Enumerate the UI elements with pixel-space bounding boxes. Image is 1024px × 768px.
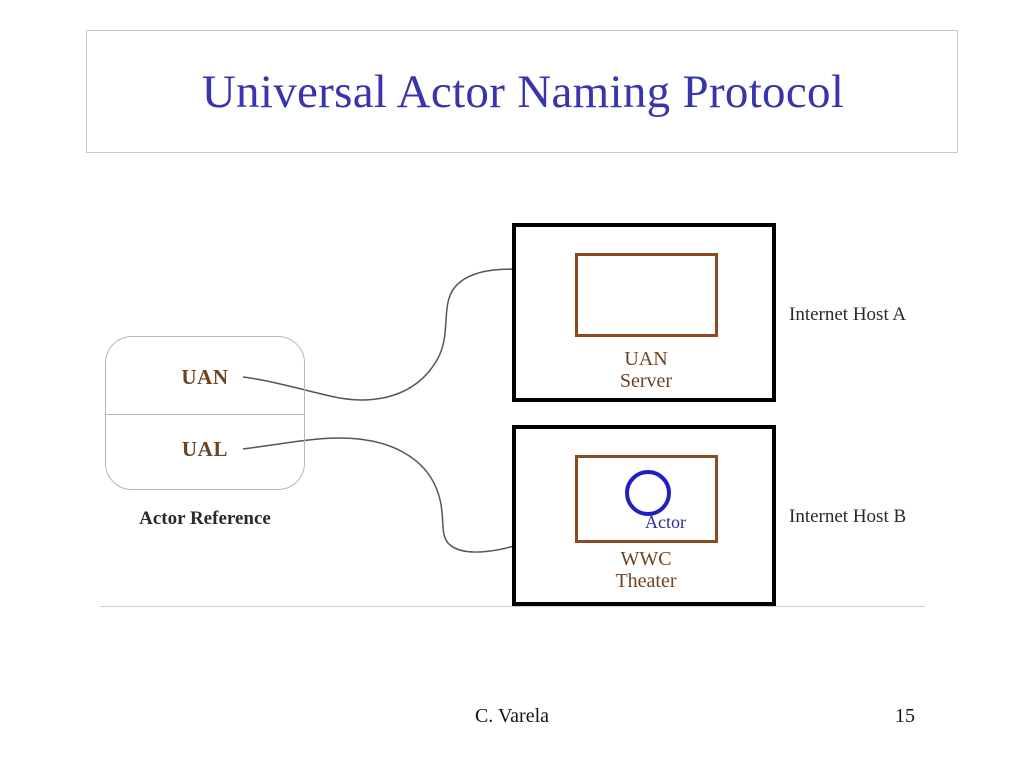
footer-author: C. Varela <box>474 705 550 727</box>
uan-label: UAN <box>181 365 229 389</box>
wwc-theater-caption-line2: Theater <box>615 570 677 593</box>
wwc-theater-caption: WWC Theater <box>536 548 756 593</box>
uan-server-caption: UAN Server <box>536 348 756 393</box>
internet-host-b-label: Internet Host B <box>789 506 907 527</box>
footer-divider <box>100 606 925 607</box>
internet-host-a-label: Internet Host A <box>789 304 907 325</box>
actor-label: Actor <box>645 512 686 532</box>
actor-reference-caption: Actor Reference <box>139 508 271 529</box>
page-title: Universal Actor Naming Protocol <box>201 65 845 118</box>
wwc-theater-caption-line1: WWC <box>620 548 672 570</box>
uan-server-box <box>575 253 718 337</box>
footer-page-number: 15 <box>895 705 915 727</box>
ual-label: UAL <box>181 437 229 461</box>
uan-server-caption-line2: Server <box>619 370 673 393</box>
uan-server-caption-line1: UAN <box>624 348 668 370</box>
title-box: Universal Actor Naming Protocol <box>86 30 958 153</box>
actor-circle-icon <box>625 470 671 516</box>
actor-reference-box <box>105 336 305 490</box>
actor-reference-divider <box>105 414 305 415</box>
